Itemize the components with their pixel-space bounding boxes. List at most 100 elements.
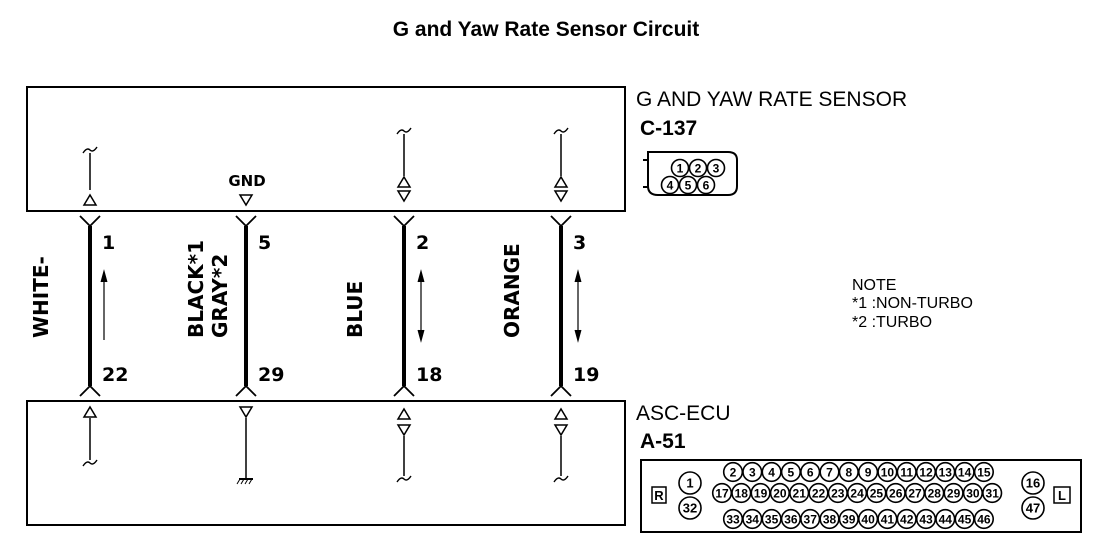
ecu-pin: 47 xyxy=(1021,496,1045,520)
svg-text:3: 3 xyxy=(749,465,756,479)
ecu-pin: 35 xyxy=(761,508,782,530)
ecu-name: ASC-ECU xyxy=(636,402,731,425)
svg-text:25: 25 xyxy=(870,486,884,500)
svg-text:45: 45 xyxy=(958,512,972,526)
svg-text:1: 1 xyxy=(686,476,693,491)
ecu-connector-id: A-51 xyxy=(640,430,686,453)
ecu-box xyxy=(26,400,626,526)
svg-text:29: 29 xyxy=(947,486,961,500)
svg-text:36: 36 xyxy=(784,512,798,526)
wire-top-pin: 2 xyxy=(416,232,429,254)
ecu-pin: 34 xyxy=(742,508,763,530)
svg-text:22: 22 xyxy=(812,486,826,500)
svg-text:37: 37 xyxy=(804,512,818,526)
svg-text:26: 26 xyxy=(889,486,903,500)
svg-text:31: 31 xyxy=(986,486,1000,500)
ecu-pin: 32 xyxy=(678,496,702,520)
ecu-pin: 14 xyxy=(954,461,975,483)
wire-color-label: WHITE- xyxy=(29,256,53,338)
ecu-pin: 40 xyxy=(857,508,879,530)
ecu-pin: 8 xyxy=(838,461,859,483)
svg-text:27: 27 xyxy=(908,486,922,500)
ecu-pin: 5 xyxy=(780,461,802,483)
svg-text:8: 8 xyxy=(845,465,852,479)
sensor-connector-id: C-137 xyxy=(640,117,697,140)
sensor-name: G AND YAW RATE SENSOR xyxy=(636,88,907,111)
svg-text:4: 4 xyxy=(667,178,674,192)
sensor-pin: 4 xyxy=(660,175,680,195)
svg-text:5: 5 xyxy=(788,465,795,479)
svg-text:15: 15 xyxy=(977,465,991,479)
ecu-pin: 43 xyxy=(915,508,937,530)
ecu-pin: 16 xyxy=(1021,471,1045,495)
ecu-pin: 21 xyxy=(789,482,810,504)
svg-text:38: 38 xyxy=(823,512,837,526)
ecu-pin: 31 xyxy=(982,482,1003,504)
svg-text:41: 41 xyxy=(881,512,895,526)
svg-text:14: 14 xyxy=(958,465,972,479)
svg-text:10: 10 xyxy=(881,465,895,479)
ecu-pin: 1 xyxy=(678,471,702,495)
svg-text:18: 18 xyxy=(735,486,749,500)
wire-top-pin: 1 xyxy=(102,232,115,254)
svg-text:30: 30 xyxy=(966,486,980,500)
svg-text:20: 20 xyxy=(773,486,787,500)
ecu-pin: 45 xyxy=(954,508,975,530)
svg-text:21: 21 xyxy=(793,486,807,500)
ecu-pin: 19 xyxy=(750,482,771,504)
diagram-title: G and Yaw Rate Sensor Circuit xyxy=(393,18,700,41)
svg-text:42: 42 xyxy=(900,512,914,526)
wire-bottom-pin: 19 xyxy=(573,364,599,386)
ecu-pin: 44 xyxy=(935,508,956,530)
sensor-pin: 3 xyxy=(706,158,726,178)
wire-color-label: BLUE xyxy=(343,281,367,338)
note-block: NOTE *1 :NON-TURBO *2 :TURBO xyxy=(852,277,973,331)
svg-text:11: 11 xyxy=(900,465,913,479)
svg-text:24: 24 xyxy=(850,486,864,500)
ecu-pin: 33 xyxy=(722,508,744,530)
ecu-left-tag: R xyxy=(654,488,664,503)
note-heading: NOTE xyxy=(852,277,896,294)
svg-text:46: 46 xyxy=(977,512,991,526)
ecu-pin: 27 xyxy=(904,482,926,504)
ecu-pin: 42 xyxy=(896,508,917,530)
svg-text:6: 6 xyxy=(703,178,710,192)
svg-text:12: 12 xyxy=(919,465,933,479)
ecu-pin: 26 xyxy=(885,482,906,504)
ecu-right-tag: L xyxy=(1058,488,1066,503)
ecu-pin: 25 xyxy=(866,482,887,504)
ecu-pin: 2 xyxy=(722,461,744,483)
ecu-pin: 24 xyxy=(846,482,868,504)
ecu-pin: 4 xyxy=(761,461,782,483)
ecu-pin: 23 xyxy=(827,482,848,504)
svg-text:33: 33 xyxy=(726,512,740,526)
ecu-pin: 13 xyxy=(935,461,956,483)
svg-text:1: 1 xyxy=(677,161,684,175)
ecu-pin: 17 xyxy=(711,482,733,504)
sensor-pin: 1 xyxy=(670,158,690,178)
svg-text:19: 19 xyxy=(754,486,768,500)
ecu-pin: 11 xyxy=(896,461,917,483)
ecu-pin: 10 xyxy=(877,461,898,483)
svg-text:39: 39 xyxy=(842,512,856,526)
ecu-pin: 22 xyxy=(808,482,829,504)
svg-text:17: 17 xyxy=(715,486,729,500)
ecu-pin: 3 xyxy=(742,461,763,483)
ecu-pin: 6 xyxy=(800,461,821,483)
sensor-box xyxy=(26,86,626,212)
sensor-pin: 5 xyxy=(678,175,698,195)
ecu-pin: 9 xyxy=(857,461,879,483)
svg-text:2: 2 xyxy=(730,465,737,479)
wire-top-pin: 5 xyxy=(258,232,271,254)
ecu-pin: 12 xyxy=(915,461,937,483)
sensor-pin: 2 xyxy=(688,158,708,178)
svg-text:9: 9 xyxy=(865,465,872,479)
note-line-2: *2 :TURBO xyxy=(852,314,932,331)
wire-color-label: ORANGE xyxy=(500,243,524,338)
ecu-pin: 20 xyxy=(769,482,791,504)
svg-text:35: 35 xyxy=(765,512,779,526)
